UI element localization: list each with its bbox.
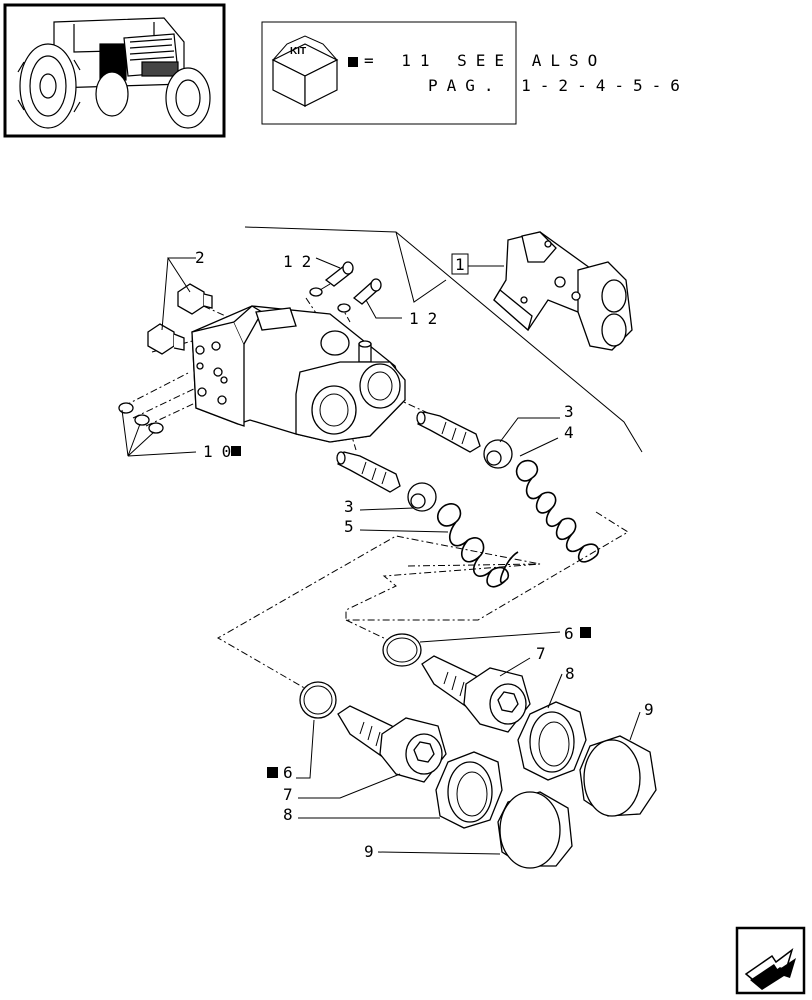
callout-10: 10 bbox=[203, 442, 240, 461]
tractor-thumbnail-icon bbox=[3, 3, 226, 138]
o-ring-lower bbox=[299, 681, 337, 719]
callout-4: 4 bbox=[564, 423, 574, 442]
callout-3-lower: 3 bbox=[344, 497, 354, 516]
next-page-arrow-icon[interactable] bbox=[735, 926, 806, 995]
kit-badge-text: KIT bbox=[290, 46, 306, 57]
spring-cap-lower bbox=[407, 482, 437, 512]
callout-7-lower: 7 bbox=[283, 785, 293, 804]
plug-upper bbox=[177, 283, 213, 315]
item1-leader-zigzag bbox=[395, 231, 447, 303]
black-square-marker-icon bbox=[231, 446, 241, 456]
o-ring-upper bbox=[382, 633, 422, 667]
valve-housing bbox=[493, 231, 633, 351]
callout-8-lower: 8 bbox=[283, 805, 293, 824]
leader-lines bbox=[121, 257, 641, 855]
spool-lower bbox=[336, 451, 401, 493]
kit-note-line1: = 11 SEE ALSO bbox=[364, 51, 606, 70]
plug-assembly-upper bbox=[421, 655, 531, 733]
black-square-marker-icon bbox=[267, 767, 278, 778]
screw-upper bbox=[319, 261, 354, 291]
callout-7-upper: 7 bbox=[536, 644, 546, 663]
spring-small bbox=[437, 503, 519, 588]
callout-3-upper: 3 bbox=[564, 402, 574, 421]
screw-lower bbox=[352, 278, 382, 305]
plug-lower bbox=[147, 323, 185, 355]
callout-1: 1 bbox=[455, 255, 465, 274]
kit-note-line2: PAG. 1-2-4-5-6 bbox=[428, 76, 689, 95]
lock-ring-upper bbox=[517, 701, 587, 781]
callout-12-lower: 12 bbox=[409, 309, 446, 328]
callout-2: 2 bbox=[195, 248, 205, 267]
plug-assembly-lower bbox=[337, 705, 447, 783]
assembly-boundary-line bbox=[244, 226, 643, 453]
lock-ring-lower bbox=[435, 751, 503, 829]
callout-5: 5 bbox=[344, 517, 354, 536]
kit-note-box: KIT = 11 SEE ALSO PAG. 1-2-4-5-6 bbox=[261, 21, 689, 125]
callout-9-upper: 9 bbox=[644, 700, 654, 719]
callout-12-upper: 12 bbox=[283, 252, 320, 271]
callout-9-lower: 9 bbox=[364, 842, 374, 861]
kit-cube-icon: KIT bbox=[271, 35, 339, 107]
callout-8-upper: 8 bbox=[565, 664, 575, 683]
callout-6-lower: 6 bbox=[283, 763, 293, 782]
spring-large bbox=[515, 459, 600, 563]
callout-1-box bbox=[451, 253, 469, 275]
valve-body bbox=[191, 305, 406, 443]
callout-6-upper: 6 bbox=[564, 624, 574, 643]
black-square-marker-icon bbox=[580, 627, 591, 638]
spring-cap-upper bbox=[483, 439, 513, 469]
washer-upper bbox=[309, 287, 323, 297]
callout-labels: 2 1 12 12 10 3 4 3 5 6 7 8 9 6 7 8 9 bbox=[195, 248, 654, 861]
black-square-marker-icon bbox=[348, 57, 358, 67]
washer-lower bbox=[337, 303, 351, 313]
cover-cap-lower bbox=[497, 791, 573, 869]
small-o-rings bbox=[118, 402, 164, 434]
cover-cap-upper bbox=[579, 735, 657, 817]
spool-upper bbox=[416, 411, 481, 453]
